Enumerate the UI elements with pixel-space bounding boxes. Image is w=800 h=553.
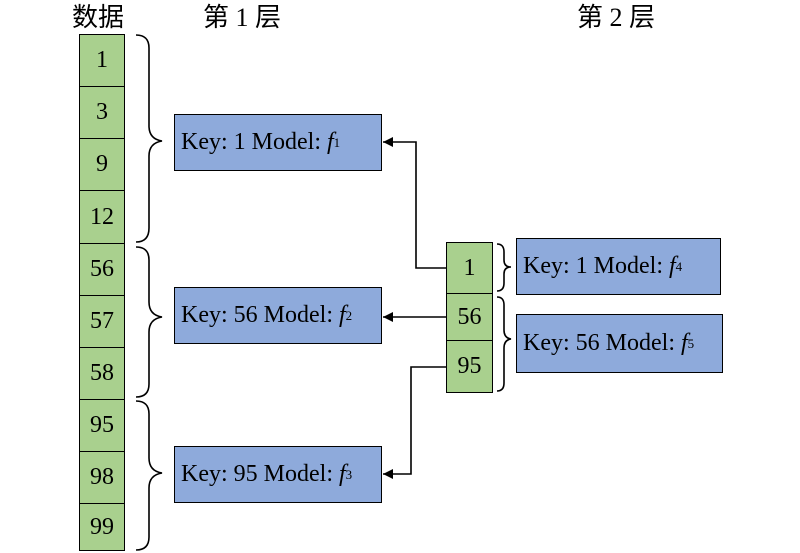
model-function-index: 2	[345, 307, 353, 323]
layer1-header: 第 1 层	[203, 3, 282, 32]
model-function: f	[338, 461, 346, 487]
data-cell: 12	[79, 190, 125, 244]
data-cell: 98	[79, 451, 125, 504]
model-key-text: Key: 56 Model:	[523, 330, 681, 356]
brace-group-3	[135, 400, 163, 551]
brace-layer2-2	[496, 296, 512, 392]
model-key-text: Key: 56 Model:	[181, 302, 339, 328]
layer2-header: 第 2 层	[577, 3, 656, 32]
model-function-index: 1	[333, 134, 341, 150]
arrow-to-f3	[383, 366, 446, 479]
brace-group-1	[135, 34, 163, 243]
model-function-index: 3	[345, 466, 353, 482]
data-column-header: 数据	[72, 3, 125, 32]
data-cell: 3	[79, 86, 125, 139]
data-cell: 56	[79, 243, 125, 296]
data-cell: 57	[79, 295, 125, 348]
model-key-text: Key: 95 Model:	[181, 461, 339, 487]
model-function: f	[338, 302, 346, 328]
layer2-key-cell: 56	[446, 293, 493, 341]
data-cell: 9	[79, 138, 125, 191]
model-function: f	[668, 253, 676, 279]
brace-group-2	[135, 246, 163, 398]
data-cell: 99	[79, 503, 125, 551]
model-function-index: 5	[687, 335, 695, 351]
data-cell: 58	[79, 347, 125, 400]
layer2-key-cell: 1	[446, 242, 493, 294]
layer2-key-cell: 95	[446, 340, 493, 393]
model-function-index: 4	[675, 258, 683, 274]
model-key-text: Key: 1 Model:	[523, 253, 669, 279]
arrow-to-f1	[383, 137, 446, 269]
model-key-text: Key: 1 Model:	[181, 129, 327, 155]
brace-layer2-1	[496, 243, 512, 292]
model-function: f	[326, 129, 334, 155]
model-function: f	[680, 330, 688, 356]
